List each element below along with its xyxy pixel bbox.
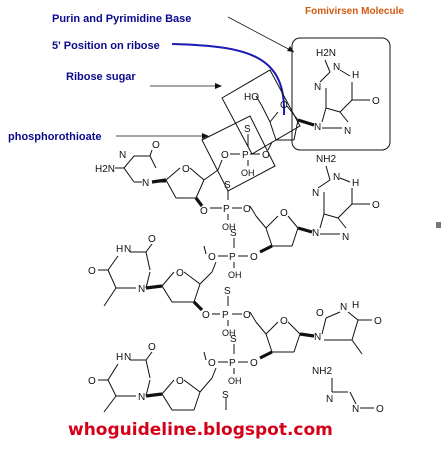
bottom-right-partial-base: NH2 N N O [312,366,384,415]
svg-text:S: S [224,180,231,191]
phosphorothioate-5: P S OH O [203,334,248,386]
svg-text:P: P [222,310,229,321]
svg-text:O: O [372,200,380,211]
svg-text:N: N [340,302,347,313]
watermark-text: whoguideline.blogspot.com [68,420,333,440]
svg-text:O: O [182,164,190,175]
svg-text:S: S [222,390,229,401]
svg-text:N: N [314,122,321,133]
svg-text:OH: OH [222,328,236,338]
svg-text:OH: OH [228,270,242,280]
svg-text:O: O [280,316,288,327]
base-highlight-box [291,37,391,151]
svg-text:N: N [342,232,349,243]
svg-text:N: N [124,244,131,255]
svg-text:OH: OH [228,376,242,386]
svg-text:P: P [229,358,236,369]
edge-marker [436,222,441,228]
svg-text:O: O [280,100,288,111]
thymine-nucleotide-1: O H N O N O O [88,234,217,321]
svg-text:N: N [312,228,319,239]
thymine-nucleotide-2: O N O N H O O [250,300,382,369]
middle-guanine-nucleotide: O N N N N NH2 H O O [250,154,380,263]
ribose-highlight-box [221,69,301,155]
svg-text:H2N: H2N [316,48,336,59]
svg-text:H2N: H2N [95,164,115,175]
svg-text:NH2: NH2 [312,366,332,377]
svg-text:P: P [223,204,230,215]
svg-text:H: H [116,244,123,255]
svg-text:N: N [333,172,340,183]
svg-text:NH2: NH2 [316,154,336,165]
svg-text:N: N [124,352,131,363]
svg-text:O: O [316,308,324,319]
svg-text:O: O [250,252,258,263]
svg-text:N: N [119,150,126,161]
phosphorothioate-3: P S OH O [203,228,248,280]
svg-text:O: O [148,234,156,245]
svg-text:OH: OH [241,168,255,178]
svg-text:N: N [138,284,145,295]
atom-ho: HO [244,92,259,103]
svg-text:O: O [208,252,216,263]
svg-text:O: O [372,96,380,107]
label-phosphorothioate: phosphorothioate [8,131,102,143]
label-ribose-sugar: Ribose sugar [66,71,136,83]
svg-text:O: O [243,204,251,215]
svg-text:O: O [376,404,384,415]
svg-text:N: N [333,62,340,73]
svg-text:N: N [142,178,149,189]
thymine-nucleotide-3: O H N O N O S [88,342,229,413]
svg-text:S: S [224,286,231,297]
svg-text:N: N [312,188,319,199]
svg-text:H: H [116,352,123,363]
top-guanine-nucleotide: HO O N N N N H2N H O [244,48,380,141]
svg-text:N: N [326,394,333,405]
svg-text:P: P [229,252,236,263]
label-5prime-position: 5' Position on ribose [52,40,160,52]
phosphorothioate-1: O P S O OH [221,124,273,178]
svg-text:O: O [88,376,96,387]
svg-text:O: O [152,140,160,151]
svg-text:N: N [138,392,145,403]
svg-text:S: S [244,124,251,135]
annotation-arrows [116,16,295,139]
svg-text:H: H [352,300,359,311]
svg-text:S: S [230,334,237,345]
svg-text:O: O [176,268,184,279]
cytosine-nucleotide: H2N N O N O O [95,140,223,217]
svg-text:O: O [176,376,184,387]
label-base: Purin and Pyrimidine Base [52,13,191,25]
phosphorothioate-4: P S OH O [212,286,257,338]
svg-text:N: N [344,126,351,137]
svg-text:S: S [230,228,237,239]
svg-text:H: H [352,178,359,189]
svg-text:N: N [314,82,321,93]
svg-text:O: O [280,208,288,219]
svg-text:OH: OH [222,222,236,232]
svg-text:O: O [262,150,270,161]
diagram-title: Fomivirsen Molecule [305,6,404,17]
phosphorothioate-highlight-box [201,115,276,192]
svg-text:O: O [221,150,229,161]
svg-text:O: O [250,358,258,369]
svg-text:O: O [208,358,216,369]
svg-text:P: P [242,150,249,161]
arrow-5prime-position [171,43,286,116]
svg-text:O: O [148,342,156,353]
svg-text:O: O [374,316,382,327]
svg-text:H: H [352,70,359,81]
phosphorothioate-2: P S OH O [210,180,257,232]
svg-text:O: O [88,266,96,277]
svg-text:O: O [200,206,208,217]
svg-text:O: O [243,310,251,321]
arrow-base [227,16,295,53]
svg-text:N: N [352,404,359,415]
svg-text:O: O [202,310,210,321]
svg-text:N: N [314,332,321,343]
